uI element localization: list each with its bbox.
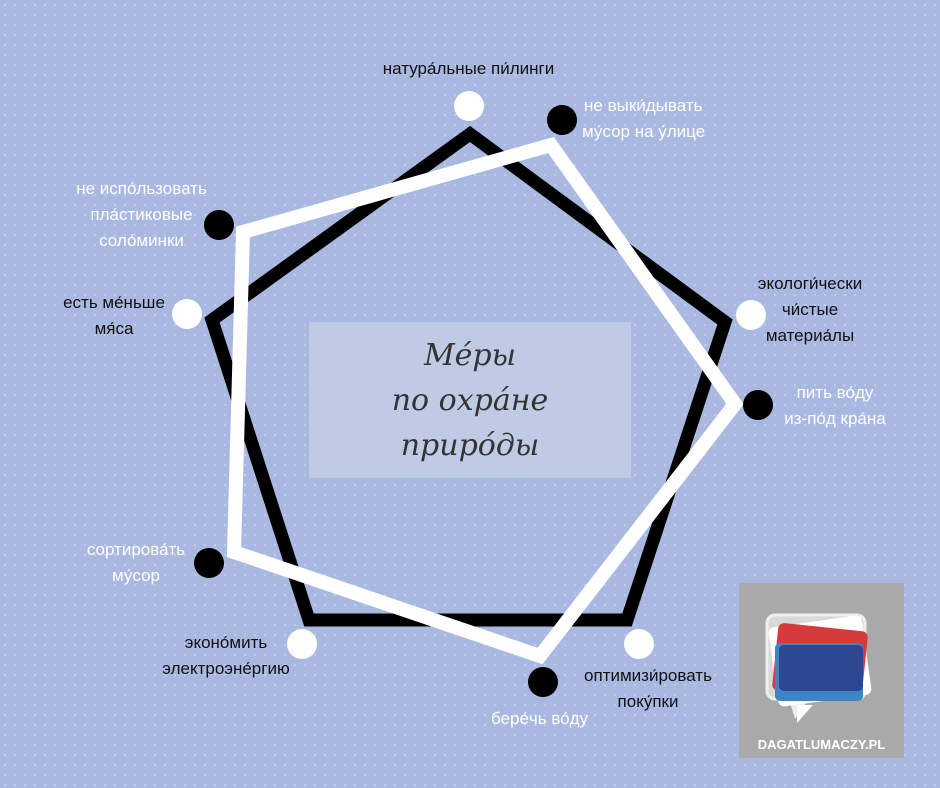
logo-text: DAGATLUMACZY.PL (757, 737, 886, 752)
node-save-energy (287, 629, 317, 659)
node-tap-water (743, 390, 773, 420)
label-tap-water: пить во́ду из-по́д кра́на (784, 383, 886, 428)
label-sort-waste: сортирова́ть му́сор (86, 540, 186, 585)
white-pentagon (226, 136, 744, 665)
node-eco-materials (736, 300, 766, 330)
node-no-litter (547, 105, 577, 135)
label-eco-materials: экологи́чески чи́стые материа́лы (757, 274, 863, 345)
label-no-litter: не выки́дывать му́сор на у́лице (582, 96, 706, 141)
node-less-meat (172, 299, 202, 329)
node-no-straws (204, 210, 234, 240)
node-peelings (454, 91, 484, 121)
title-line-2: по охра́не (391, 382, 549, 418)
title-box: Ме́ры по охра́не приро́ды (309, 322, 631, 478)
label-save-energy: эконо́мить электроэне́ргию (162, 633, 290, 678)
node-save-water (528, 667, 558, 697)
label-no-straws: не испо́льзовать пла́стиковые соло́минки (76, 179, 207, 250)
black-pentagon (204, 125, 733, 627)
label-save-water: бере́чь во́ду (491, 709, 589, 728)
node-sort-waste (194, 548, 224, 578)
label-optimize: оптимизи́ровать поку́пки (584, 666, 712, 711)
title-line-1: Ме́ры (423, 337, 517, 373)
node-optimize (624, 629, 654, 659)
speech-bubbles-logo-icon (765, 613, 872, 723)
label-peelings: натура́льные пи́линги (382, 59, 555, 78)
title-line-3: приро́ды (400, 427, 540, 463)
label-less-meat: есть ме́ньше мя́са (63, 293, 165, 338)
logo-box: DAGATLUMACZY.PL (739, 583, 904, 758)
